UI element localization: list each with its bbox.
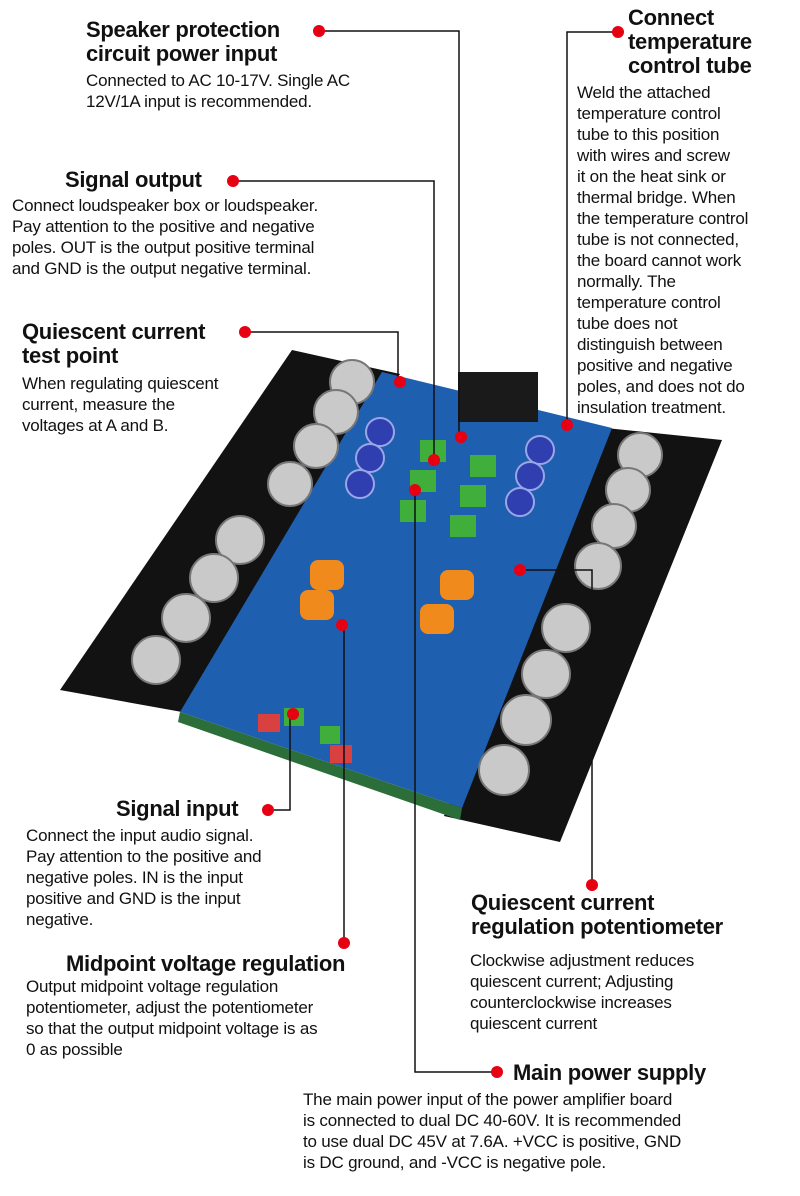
power-transistors-left	[131, 359, 375, 685]
temperature-tube-title: Connect temperature control tube	[628, 5, 752, 78]
main-power-title: Main power supply	[513, 1060, 706, 1085]
pcb-board	[180, 372, 612, 808]
speaker-protection-title: Speaker protection circuit power input	[86, 17, 280, 66]
power-transistors-right	[478, 432, 663, 796]
signal-output-desc: Connect loudspeaker box or loudspeaker. …	[12, 196, 318, 278]
orange-capacitors	[300, 560, 474, 634]
quiescent-pot-title: Quiescent current regulation potentiomet…	[471, 890, 723, 939]
electrolytic-capacitors	[345, 417, 555, 517]
pcb-edge	[178, 712, 462, 820]
leader-lines	[233, 30, 618, 1073]
top-heatsink	[458, 372, 538, 422]
quiescent-test-point-desc: When regulating quiescent current, measu…	[22, 374, 219, 435]
quiescent-pot-desc: Clockwise adjustment reduces quiescent c…	[470, 951, 694, 1033]
temperature-tube-desc: Weld the attached temperature control tu…	[577, 83, 749, 417]
signal-input-title: Signal input	[116, 796, 239, 821]
quiescent-test-point-title: Quiescent current test point	[22, 319, 206, 368]
callout-dots	[227, 25, 624, 1078]
speaker-protection-desc: Connected to AC 10-17V. Single AC 12V/1A…	[86, 71, 351, 111]
main-power-desc: The main power input of the power amplif…	[303, 1090, 682, 1172]
red-film-capacitors	[258, 714, 352, 763]
signal-output-title: Signal output	[65, 167, 202, 192]
midpoint-voltage-desc: Output midpoint voltage regulation poten…	[26, 977, 318, 1059]
signal-input-desc: Connect the input audio signal. Pay atte…	[26, 826, 262, 929]
midpoint-voltage-title: Midpoint voltage regulation	[66, 951, 346, 976]
